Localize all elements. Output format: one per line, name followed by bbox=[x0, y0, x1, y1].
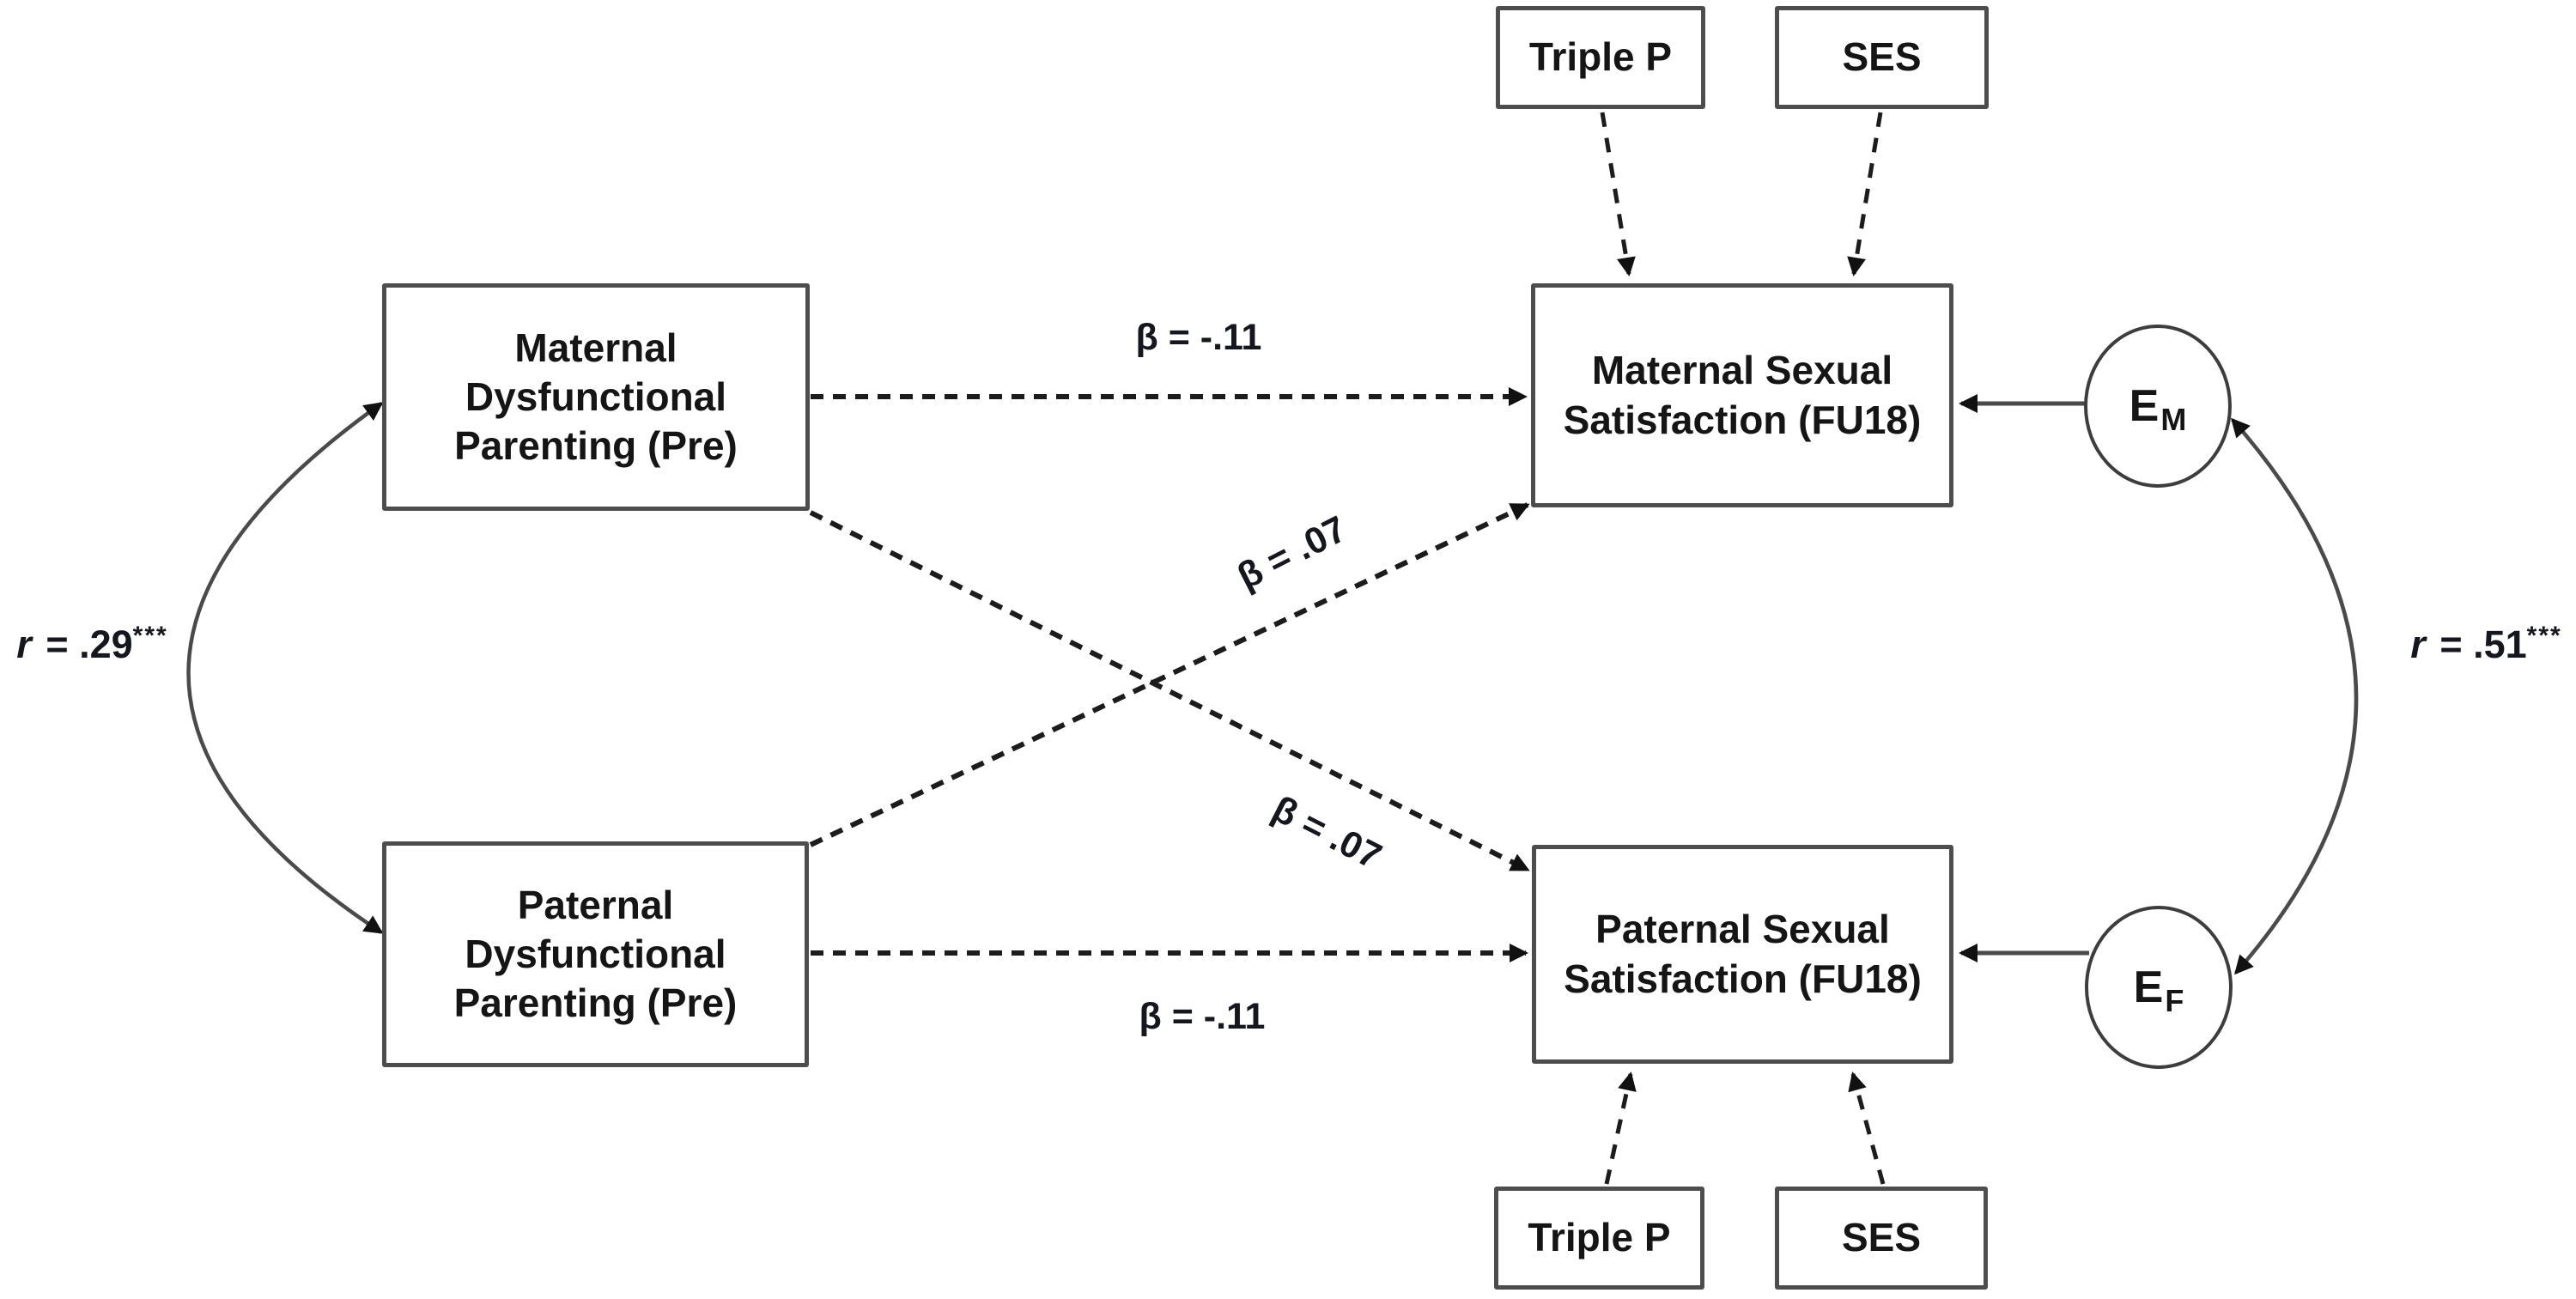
node-ses-bottom: SES bbox=[1775, 1187, 1988, 1290]
path-triplep-top-to-maternal-satisfaction bbox=[1600, 112, 1636, 276]
node-maternal-sexual-satisfaction-label: Maternal Sexual Satisfaction (FU18) bbox=[1563, 348, 1922, 442]
correlation-curve-parenting bbox=[186, 402, 384, 934]
node-ses-top-label: SES bbox=[1842, 34, 1922, 80]
error-term-paternal-label: EF bbox=[2133, 962, 2184, 1019]
node-paternal-sexual-satisfaction-label: Paternal Sexual Satisfaction (FU18) bbox=[1564, 907, 1922, 1001]
beta-label-paternal-direct: β = -.11 bbox=[1139, 996, 1266, 1037]
path-paternal-parenting-to-maternal-satisfaction bbox=[809, 502, 1530, 847]
path-ses-top-to-maternal-satisfaction bbox=[1847, 112, 1883, 276]
node-maternal-dysfunctional-parenting-label: Maternal Dysfunctional Parenting (Pre) bbox=[454, 325, 738, 469]
node-ses-bottom-label: SES bbox=[1841, 1215, 1922, 1260]
node-maternal-sexual-satisfaction: Maternal Sexual Satisfaction (FU18) bbox=[1531, 283, 1953, 507]
node-triple-p-bottom-label: Triple P bbox=[1528, 1215, 1671, 1260]
node-paternal-dysfunctional-parenting-label: Paternal Dysfunctional Parenting (Pre) bbox=[453, 882, 738, 1026]
error-term-maternal-label: EM bbox=[2129, 381, 2187, 438]
beta-label-maternal-direct: β = -.11 bbox=[1135, 317, 1262, 358]
node-paternal-dysfunctional-parenting: Paternal Dysfunctional Parenting (Pre) bbox=[382, 841, 809, 1067]
node-error-term-maternal: EM bbox=[2084, 325, 2232, 488]
correlation-label-errors: r = .51*** bbox=[2410, 622, 2562, 666]
node-paternal-sexual-satisfaction: Paternal Sexual Satisfaction (FU18) bbox=[1532, 845, 1953, 1064]
node-ses-top: SES bbox=[1775, 6, 1989, 109]
node-triple-p-bottom: Triple P bbox=[1494, 1187, 1704, 1290]
path-ses-bottom-to-paternal-satisfaction bbox=[1848, 1071, 1886, 1185]
node-maternal-dysfunctional-parenting: Maternal Dysfunctional Parenting (Pre) bbox=[382, 283, 810, 511]
node-triple-p-top-label: Triple P bbox=[1528, 34, 1673, 80]
correlation-curve-errors bbox=[2231, 417, 2359, 975]
path-triplep-bottom-to-paternal-satisfaction bbox=[1604, 1071, 1637, 1185]
node-triple-p-top: Triple P bbox=[1496, 6, 1705, 109]
path-maternal-parenting-to-paternal-satisfaction bbox=[809, 510, 1530, 872]
correlation-label-parenting: r = .29*** bbox=[16, 622, 168, 666]
node-error-term-paternal: EF bbox=[2085, 906, 2233, 1069]
